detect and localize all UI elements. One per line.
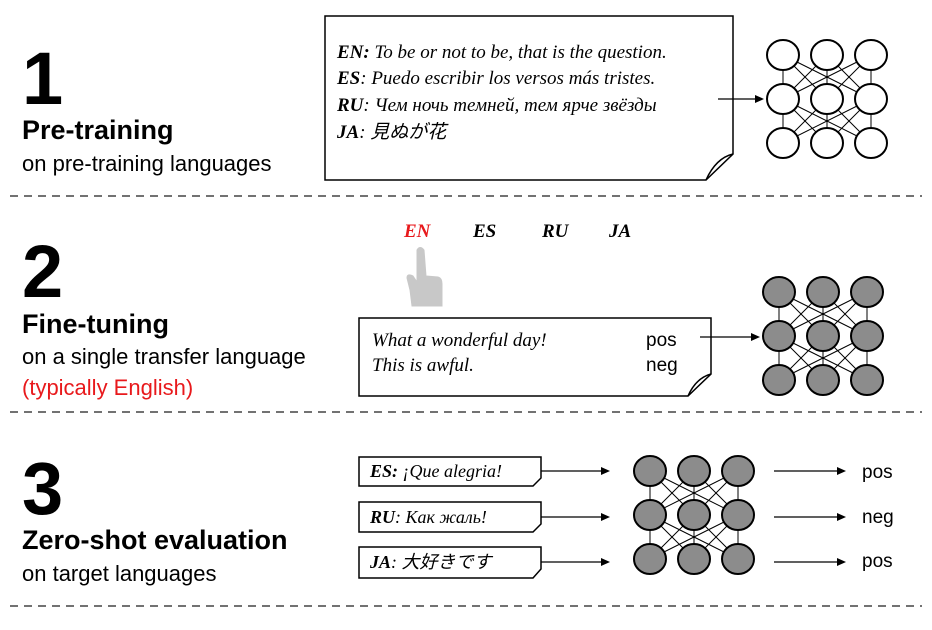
evaluation-network [633,455,755,575]
finetune-example-label: neg [646,355,678,376]
eval-prediction-ru: neg [862,507,894,528]
arrows [541,95,846,566]
finetune-example-text: This is awful. [372,355,474,376]
network-node [762,276,796,308]
eval-prediction-ja: pos [862,551,893,572]
network-node [633,499,667,531]
network-node [762,320,796,352]
stage-3-number: 3 [22,447,64,530]
network-node [854,83,888,115]
network-node [850,364,884,396]
arrow-finetune [700,333,760,341]
pretraining-line-es: ES: Puedo escribir los versos más triste… [337,68,656,89]
network-node [766,83,800,115]
pretraining-line-ja: JA: 見ぬが花 [337,122,447,143]
language-option-ja[interactable]: JA [609,221,632,242]
stage-1-subtitle: on pre-training languages [22,151,272,176]
arrow-pretraining [718,95,764,103]
network-node [762,364,796,396]
eval-prediction-es: pos [862,462,893,483]
network-node [721,499,755,531]
finetuned-network [762,276,884,396]
stage-2-note: (typically English) [22,375,194,400]
network-node [806,364,840,396]
pretrained-network [766,39,888,159]
language-option-en[interactable]: EN [404,221,431,242]
networks [633,39,888,575]
arrow-eval-input-ja [541,558,610,566]
pretraining-line-ru: RU: Чем ночь темней, тем ярче звёзды [337,95,657,116]
network-node [721,543,755,575]
eval-box-ru [358,501,542,533]
pretraining-note-box [324,15,734,181]
stage-1-number: 1 [22,37,64,120]
arrow-eval-output-ru [774,513,846,521]
finetune-example-text: What a wonderful day! [372,330,547,351]
stage-3-subtitle: on target languages [22,561,217,586]
eval-input-ru: RU: Как жаль! [370,507,487,527]
network-node [766,127,800,159]
finetune-note-box [358,317,712,397]
network-node [806,276,840,308]
network-node [766,39,800,71]
network-node [633,455,667,487]
network-node [854,39,888,71]
network-node [721,455,755,487]
stage-2-number: 2 [22,230,64,313]
finetune-example-label: pos [646,330,677,351]
network-node [854,127,888,159]
eval-input-ja: JA: 大好きです [370,552,492,572]
network-node [810,127,844,159]
network-node [677,455,711,487]
network-node [850,320,884,352]
pretraining-note-fold [705,153,734,181]
network-node [810,83,844,115]
network-node [806,320,840,352]
network-node [677,543,711,575]
stage-2-title: Fine-tuning [22,309,169,339]
stage-3-title: Zero-shot evaluation [22,525,288,555]
stage-2-subtitle: on a single transfer language [22,344,306,369]
language-option-ru[interactable]: RU [542,221,569,242]
language-option-es[interactable]: ES [473,221,497,242]
arrow-eval-input-ru [541,513,610,521]
pretraining-line-en: EN: To be or not to be, that is the ques… [337,42,667,63]
network-node [810,39,844,71]
network-node [850,276,884,308]
eval-box-ja [358,546,542,579]
network-node [677,499,711,531]
arrow-eval-output-es [774,467,846,475]
eval-input-es: ES: ¡Que alegria! [370,461,502,481]
finetune-note-fold [687,373,712,397]
pointing-hand-icon [406,247,443,307]
arrow-eval-input-es [541,467,610,475]
eval-box-es [358,456,542,487]
network-node [633,543,667,575]
stage-1-title: Pre-training [22,115,174,145]
arrow-eval-output-ja [774,558,846,566]
